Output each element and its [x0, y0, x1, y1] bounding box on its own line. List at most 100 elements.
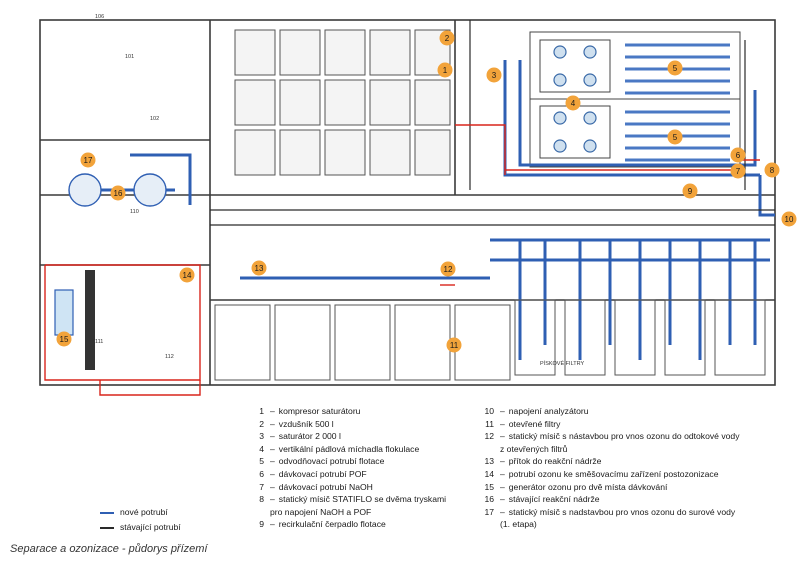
legend-number: 10 [484, 406, 494, 416]
marker-number-10: 10 [785, 215, 794, 224]
marker-number-12: 12 [444, 265, 453, 274]
marker-number-4: 4 [571, 99, 576, 108]
marker-number-13: 13 [255, 264, 264, 273]
marker-number-17: 17 [84, 156, 93, 165]
legend-dash: – [500, 406, 505, 416]
legend-number: 11 [485, 418, 494, 429]
legend-dash: – [500, 468, 505, 479]
legend-number: 14 [484, 468, 494, 479]
legend-dash: – [270, 494, 275, 505]
ozone-lines [44, 124, 760, 396]
legend-item: 9–recirkulační čerpadlo flotace [248, 518, 446, 531]
marker-number-11: 11 [450, 341, 459, 350]
marker-number-9: 9 [688, 187, 693, 196]
marker-number-2: 2 [445, 34, 450, 43]
legend-number: 5 [259, 456, 264, 467]
legend-number: 8 [259, 494, 264, 505]
legend-dash: – [270, 431, 275, 442]
legend-dash: – [500, 494, 505, 505]
marker-number-5: 5 [673, 133, 678, 142]
marker-circle-5 [667, 60, 683, 76]
marker-circle-12 [440, 261, 456, 277]
legend-text: dávkovací potrubí NaOH [278, 481, 373, 492]
marker-number-14: 14 [183, 271, 192, 280]
existing-pipes [210, 20, 775, 226]
room-number-102: 102 [150, 116, 159, 122]
marker-circle-1 [437, 62, 453, 78]
marker-circle-15 [56, 331, 72, 347]
marker-number-3: 3 [492, 71, 497, 80]
room-number-111: 111 [95, 339, 103, 345]
legend-number: 16 [484, 494, 494, 505]
room-number-112: 112 [165, 354, 174, 360]
legend-text: recirkulační čerpadlo flotace [278, 519, 386, 530]
marker-circle-3 [486, 67, 502, 83]
legend-dash: – [270, 468, 275, 479]
legend-number: 13 [484, 456, 494, 467]
room-number-101: 101 [125, 54, 134, 60]
legend-text-continued: (1. etapa) [500, 519, 537, 530]
legend-text: statický mísič s nadstavbou pro vnos ozo… [508, 506, 736, 517]
legend-text: vzdušník 500 l [278, 418, 334, 429]
sand-filters [514, 299, 766, 376]
marker-number-1: 1 [443, 66, 448, 75]
legend-number: 2 [259, 418, 264, 429]
legend-number: 7 [259, 481, 264, 492]
legend-item: 6–dávkovací potrubí POF [248, 468, 446, 481]
legend-item: 16–stávající reakční nádrže [478, 493, 740, 506]
legend-number: 1 [259, 406, 264, 416]
marker-circle-7 [730, 163, 746, 179]
legend-text: přítok do reakční nádrže [508, 456, 602, 467]
legend-text-continued: z otevřených filtrů [500, 443, 568, 454]
legend-item: 10–napojení analyzátoru [478, 405, 740, 418]
legend-dash: – [500, 506, 505, 517]
legend-item: 1–kompresor saturátoru [248, 405, 446, 418]
legend-item: 15–generátor ozonu pro dvě místa dávková… [478, 481, 740, 494]
marker-number-7: 7 [736, 167, 741, 176]
legend-text: potrubí ozonu ke směšovacímu zařízení po… [508, 468, 719, 479]
legend-item: 8–statický mísič STATIFLO se dvěma trysk… [248, 493, 446, 506]
marker-number-6: 6 [736, 151, 741, 160]
legend-number: 3 [259, 431, 264, 442]
marker-circle-17 [80, 152, 96, 168]
room-number-106: 106 [95, 14, 104, 20]
marker-circle-10 [781, 211, 797, 227]
pipe-label: nové potrubí [120, 507, 168, 517]
sand-filters-label: PÍSKOVÉ FILTRY [540, 360, 584, 367]
legend-text: generátor ozonu pro dvě místa dávkování [508, 481, 668, 492]
legend-text: otevřené filtry [508, 418, 561, 429]
legend-item: 7–dávkovací potrubí NaOH [248, 481, 446, 494]
legend-item: 14–potrubí ozonu ke směšovacímu zařízení… [478, 468, 740, 481]
legend-item: 3–saturátor 2 000 l [248, 430, 446, 443]
marker-number-15: 15 [60, 335, 69, 344]
legend-item: 17–statický mísič s nadstavbou pro vnos … [478, 506, 740, 519]
legend-text: statický mísič STATIFLO se dvěma tryskam… [278, 494, 447, 505]
legend-text: statický mísič s nástavbou pro vnos ozon… [508, 431, 740, 442]
legend-number: 9 [259, 519, 264, 530]
pipe-legend-item: stávající potrubí [100, 520, 181, 535]
legend-text: dávkovací potrubí POF [278, 468, 367, 479]
legend-dash: – [270, 481, 275, 492]
pipe-swatch [100, 526, 114, 529]
marker-circle-8 [764, 162, 780, 178]
pipe-label: stávající potrubí [120, 522, 181, 532]
legend-dash: – [270, 443, 275, 454]
legend-text: odvodňovací potrubí flotace [278, 456, 385, 467]
marker-circle-16 [110, 185, 126, 201]
legend-number: 17 [484, 506, 494, 517]
marker-circle-2 [439, 30, 455, 46]
legend-number: 6 [259, 468, 264, 479]
pipe-legend-item: nové potrubí [100, 505, 181, 520]
figure-caption: Separace a ozonizace - půdorys přízemí [10, 543, 208, 555]
marker-number-5: 5 [673, 64, 678, 73]
marker-circle-9 [682, 183, 698, 199]
legend-text: vertikální pádlová míchadla flokulace [278, 443, 420, 454]
room-number-110: 110 [130, 209, 139, 215]
legend-item: 2–vzdušník 500 l [248, 418, 446, 431]
pipe-legend: nové potrubí stávající potrubí [100, 505, 181, 535]
legend-text: stávající reakční nádrže [508, 494, 600, 505]
marker-circle-5 [667, 129, 683, 145]
marker-circle-13 [251, 260, 267, 276]
